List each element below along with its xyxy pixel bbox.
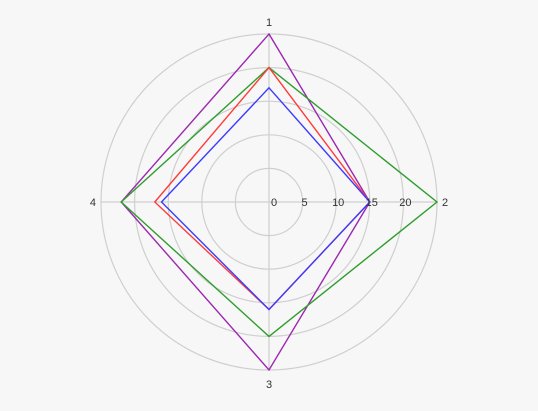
tick-label-15: 15 bbox=[366, 197, 378, 209]
tick-label-20: 20 bbox=[399, 197, 411, 209]
axis-label-2: 2 bbox=[442, 197, 448, 209]
series-3-polygon bbox=[153, 66, 371, 311]
series-2-polygon bbox=[120, 66, 439, 338]
label-layer: 1 2 3 4 0 5 10 15 20 bbox=[90, 17, 448, 391]
series-layer bbox=[120, 32, 439, 372]
grid-layer bbox=[100, 33, 438, 371]
series-4-polygon bbox=[160, 86, 371, 311]
tick-label-10: 10 bbox=[332, 197, 344, 209]
axis-label-1: 1 bbox=[266, 17, 272, 29]
tick-label-5: 5 bbox=[302, 197, 308, 209]
axis-label-3: 3 bbox=[266, 379, 272, 391]
tick-label-0: 0 bbox=[271, 197, 277, 209]
axis-label-4: 4 bbox=[90, 197, 96, 209]
series-1-polygon bbox=[120, 32, 371, 372]
